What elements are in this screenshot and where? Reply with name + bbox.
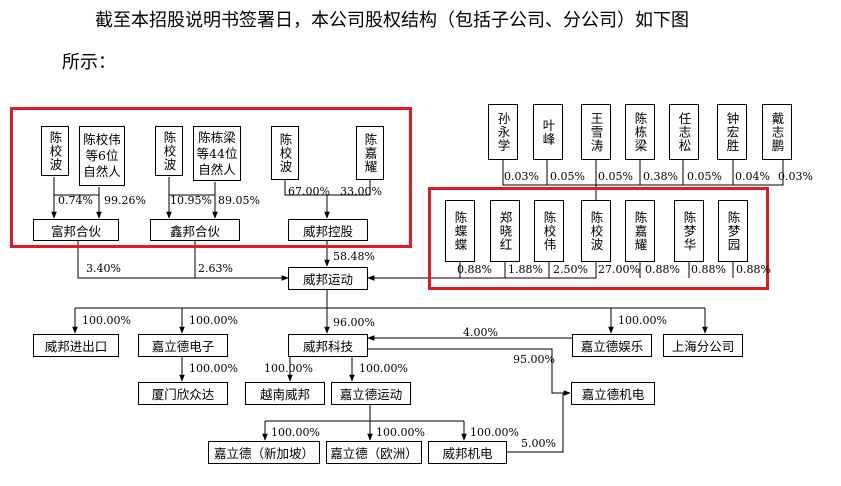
pct-fubang-others: 99.26% [104, 194, 146, 207]
line-top-individuals [502, 160, 784, 186]
pct-fubang-chen-xiaobo: 0.74% [58, 194, 93, 207]
shareholder-chen-jiayao: 陈嘉耀 [625, 200, 655, 262]
entity-weibang-import-export: 威邦进出口 [33, 334, 119, 357]
pct-tech-to-jiaride-sport: 100.00% [359, 362, 408, 375]
pct-sport-to-electronics: 100.00% [189, 314, 238, 327]
entity-weibang-tech: 威邦科技 [288, 334, 368, 357]
pct-dai-zhipeng: 0.03% [778, 170, 813, 183]
entity-vietnam-weibang: 越南威邦 [245, 382, 325, 405]
pct-sport-to-tech: 96.00% [333, 316, 375, 329]
entity-jiaride-entertainment: 嘉立德娱乐 [572, 334, 652, 357]
shareholder-chen-dongliang: 陈栋梁 [625, 104, 655, 160]
pct-electronics-to-xinzhongda: 100.00% [189, 362, 238, 375]
entity-jiaride-singapore: 嘉立德（新加坡） [208, 441, 320, 464]
line-top-individuals-drops [546, 160, 734, 185]
pct-sport-to-import-export: 100.00% [82, 314, 131, 327]
pct-tech-to-electromech: 95.00% [513, 353, 555, 366]
pct-sun-yongxue: 0.03% [504, 170, 539, 183]
highlight-frame-left [10, 107, 412, 248]
shareholder-dai-zhipeng: 戴志鹏 [762, 104, 792, 160]
entity-jiaride-electromech: 嘉立德机电 [571, 382, 655, 405]
intro-line-1: 截至本招股说明书签署日，本公司股权结构（包括子公司、分公司）如下图 [95, 10, 689, 31]
pct-xinbang-others: 89.05% [218, 194, 260, 207]
pct-chen-mengyuan: 0.88% [736, 263, 771, 276]
pct-jiaride-sport-to-singapore: 100.00% [271, 426, 320, 439]
pct-entertainment-to-tech: 4.00% [463, 326, 498, 339]
pct-tech-to-vietnam: 100.00% [264, 362, 313, 375]
pct-zheng-xiaohong: 1.88% [508, 263, 543, 276]
pct-holding-chen-xiaobo: 67.00% [288, 185, 330, 198]
shareholder-chen-xiaobo-fubang: 陈校波 [41, 126, 69, 176]
shareholder-chen-jiayao-holding: 陈嘉耀 [356, 126, 384, 180]
pct-holding-chen-jiayao: 33.00% [340, 185, 382, 198]
arrow-tech-electromech [368, 348, 571, 396]
entity-jiaride-europe: 嘉立德（欧洲） [326, 441, 422, 464]
arrow-fubang-sport [77, 241, 289, 281]
shareholder-chen-xiaobo-holding: 陈校波 [271, 126, 299, 180]
pct-sport-to-entertainment: 100.00% [618, 314, 667, 327]
shareholder-chen-xiaobo: 陈校波 [581, 200, 611, 262]
pct-holding-to-sport: 58.48% [333, 250, 375, 263]
shareholder-sun-yongxue: 孙永学 [488, 104, 518, 160]
entity-jiaride-sport: 嘉立德运动 [331, 382, 411, 405]
entity-xiamen-xinzhongda: 厦门欣众达 [138, 382, 228, 405]
intro-line-2: 所示： [62, 52, 116, 73]
shareholder-chen-xiaobo-xinbang: 陈校波 [155, 126, 183, 176]
pct-fubang-to-sport: 3.40% [86, 262, 121, 275]
line-family-drops [459, 262, 734, 278]
pct-wang-xuetao: 0.05% [598, 170, 633, 183]
pct-chen-diedie: 0.88% [457, 263, 492, 276]
shareholder-wang-xuetao: 王雪涛 [581, 104, 611, 160]
highlight-frame-right [428, 187, 769, 290]
shareholder-ye-feng: 叶峰 [533, 104, 563, 160]
pct-jiaride-sport-to-weibang-em: 100.00% [470, 426, 519, 439]
arrow-weibang-em-jiaride-em [507, 393, 564, 453]
pct-chen-dongliang: 0.38% [643, 170, 678, 183]
shareholder-xinbang-others: 陈栋梁等44位自然人 [193, 126, 241, 181]
entity-shanghai-branch: 上海分公司 [663, 334, 743, 357]
shareholder-chen-menghua: 陈梦华 [674, 200, 704, 262]
entity-jiaride-electronics: 嘉立德电子 [138, 334, 228, 357]
line-jiaride-sport-bus [369, 405, 464, 422]
shareholder-zhong-hongsheng: 钟宏胜 [717, 104, 747, 160]
pct-zhong-hongsheng: 0.04% [735, 170, 770, 183]
entity-weibang-sport: 威邦运动 [288, 267, 368, 290]
pct-xinbang-to-sport: 2.63% [198, 262, 233, 275]
shareholder-chen-mengyuan: 陈梦园 [718, 200, 748, 262]
pct-ye-feng: 0.05% [550, 170, 585, 183]
pct-chen-xiaobo: 27.00% [598, 263, 640, 276]
entity-weibang-electromech: 威邦机电 [428, 441, 507, 464]
shareholder-chen-diedie: 陈蝶蝶 [445, 200, 475, 262]
pct-chen-xiaowei: 2.50% [553, 263, 588, 276]
entity-xinbang-partnership: 鑫邦合伙 [150, 219, 240, 241]
shareholder-zheng-xiaohong: 郑晓红 [490, 200, 520, 262]
entity-fubang-partnership: 富邦合伙 [33, 219, 119, 241]
shareholder-chen-xiaowei: 陈校伟 [534, 200, 564, 262]
pct-chen-jiayao: 0.88% [645, 263, 680, 276]
pct-jiaride-sport-to-europe: 100.00% [376, 426, 425, 439]
pct-ren-zhisong: 0.05% [687, 170, 722, 183]
pct-xinbang-chen-xiaobo: 10.95% [170, 194, 212, 207]
shareholder-fubang-others: 陈校伟等6位自然人 [79, 126, 125, 186]
entity-weibang-holding: 威邦控股 [288, 219, 368, 241]
shareholder-ren-zhisong: 任志松 [669, 104, 699, 160]
pct-chen-menghua: 0.88% [691, 263, 726, 276]
pct-weibang-em-to-jiaride-em: 5.00% [521, 437, 556, 450]
